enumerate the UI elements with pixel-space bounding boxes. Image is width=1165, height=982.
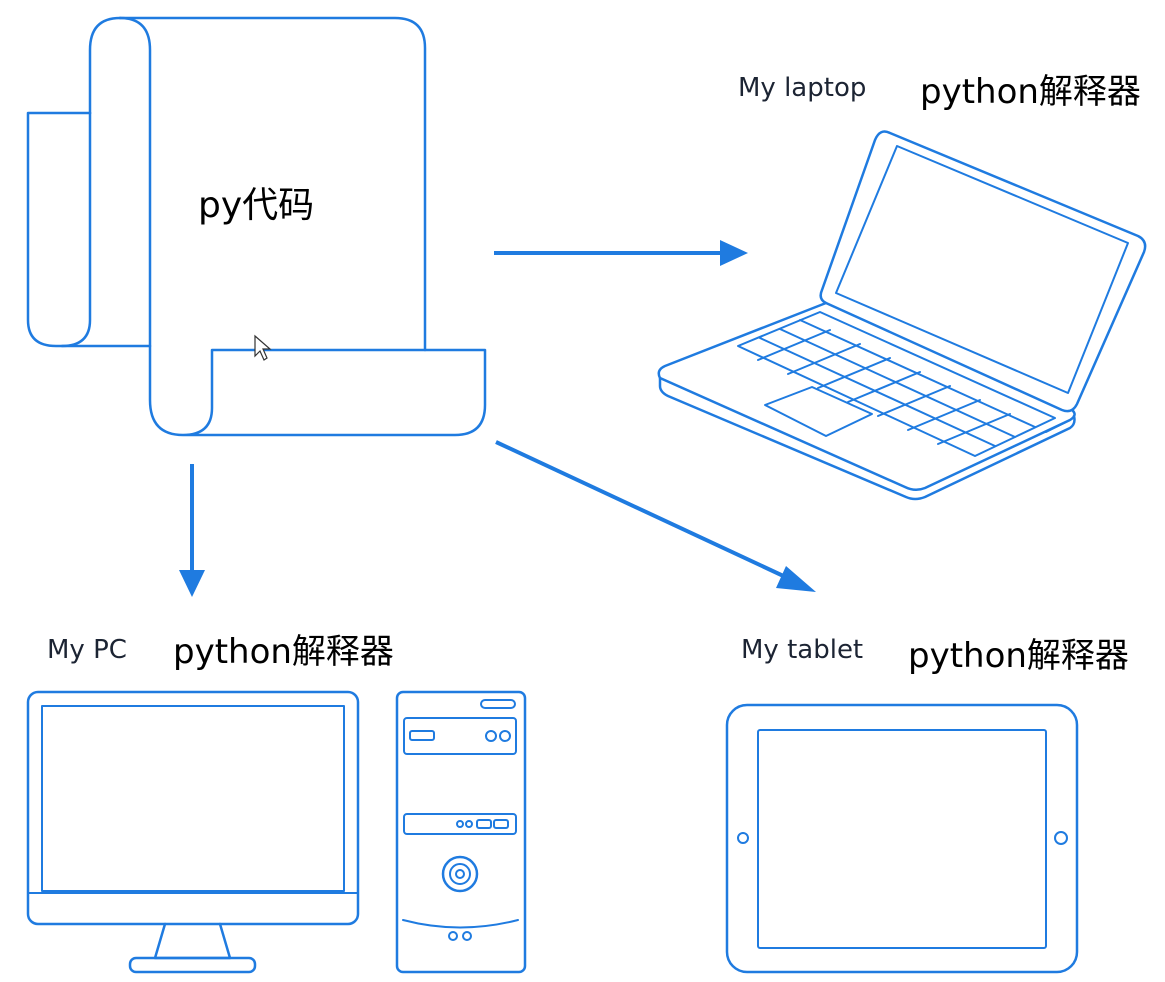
laptop-device-label: My laptop [738,73,867,103]
tablet-interpreter-label: python解释器 [908,636,1129,676]
arrow-to-tablet [495,440,816,592]
pc-interpreter-label: python解释器 [173,632,394,672]
source-code-label: py代码 [198,185,315,226]
arrow-to-pc [179,464,205,597]
laptop-interpreter-label: python解释器 [920,72,1141,112]
desktop-pc-icon [26,690,527,974]
tablet-icon [725,703,1079,974]
scroll-icon [26,16,487,437]
pc-device-label: My PC [47,635,127,665]
laptop-icon [657,130,1147,501]
arrow-to-laptop [494,240,748,266]
tablet-device-label: My tablet [741,635,864,665]
mouse-cursor-icon [254,334,272,361]
